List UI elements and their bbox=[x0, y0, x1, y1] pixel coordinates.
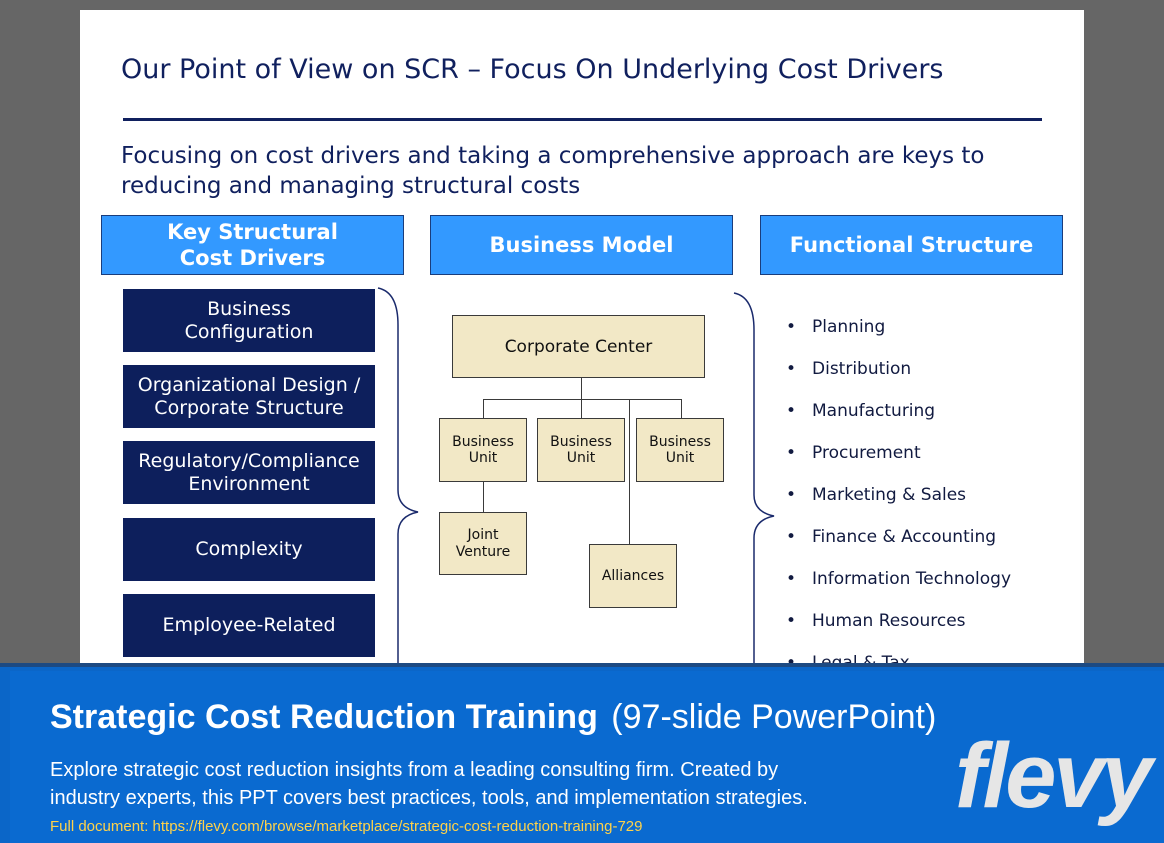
left-brace-icon bbox=[377, 287, 419, 670]
promo-banner: Strategic Cost Reduction Training (97-sl… bbox=[0, 663, 1164, 843]
org-business-unit: Business Unit bbox=[439, 418, 527, 482]
org-alliances: Alliances bbox=[589, 544, 677, 608]
driver-regulatory-compliance: Regulatory/Compliance Environment bbox=[123, 441, 375, 504]
header-business-model: Business Model bbox=[430, 215, 733, 275]
list-item: Manufacturing bbox=[786, 401, 1011, 443]
list-item: Distribution bbox=[786, 359, 1011, 401]
header-functional-structure: Functional Structure bbox=[760, 215, 1063, 275]
banner-title: Strategic Cost Reduction Training (97-sl… bbox=[50, 698, 936, 737]
driver-label: Employee-Related bbox=[162, 614, 336, 636]
banner-title-sub: (97-slide PowerPoint) bbox=[611, 698, 937, 736]
flevy-logo[interactable]: flevy bbox=[955, 725, 1153, 827]
org-label: Alliances bbox=[601, 568, 665, 584]
slide: Our Point of View on SCR – Focus On Unde… bbox=[80, 10, 1084, 670]
org-label: Corporate Center bbox=[504, 336, 653, 357]
driver-organizational-design: Organizational Design / Corporate Struct… bbox=[123, 365, 375, 428]
org-label: Business Unit bbox=[649, 434, 711, 466]
driver-label: Complexity bbox=[195, 538, 303, 560]
list-item: Finance & Accounting bbox=[786, 527, 1011, 569]
org-line bbox=[483, 482, 484, 512]
header-functional-label: Functional Structure bbox=[789, 233, 1034, 257]
driver-complexity: Complexity bbox=[123, 518, 375, 581]
driver-label: Organizational Design / Corporate Struct… bbox=[137, 373, 361, 419]
org-line bbox=[483, 399, 682, 400]
header-business-model-label: Business Model bbox=[489, 233, 674, 257]
driver-business-configuration: Business Configuration bbox=[123, 289, 375, 352]
header-drivers-label: Key Structural Cost Drivers bbox=[167, 220, 338, 270]
slide-subtitle: Focusing on cost drivers and taking a co… bbox=[121, 143, 985, 199]
org-business-unit: Business Unit bbox=[537, 418, 625, 482]
list-item: Procurement bbox=[786, 443, 1011, 485]
right-brace-icon bbox=[733, 292, 775, 670]
org-line bbox=[681, 399, 682, 418]
org-line bbox=[483, 399, 484, 418]
slide-title: Our Point of View on SCR – Focus On Unde… bbox=[121, 54, 944, 85]
org-joint-venture: Joint Venture bbox=[439, 512, 527, 575]
header-key-structural-cost-drivers: Key Structural Cost Drivers bbox=[101, 215, 404, 275]
org-corporate-center: Corporate Center bbox=[452, 315, 705, 378]
banner-description: Explore strategic cost reduction insight… bbox=[50, 759, 808, 809]
org-label: Business Unit bbox=[550, 434, 612, 466]
org-label: Joint Venture bbox=[455, 526, 511, 560]
list-item: Marketing & Sales bbox=[786, 485, 1011, 527]
banner-title-main: Strategic Cost Reduction Training bbox=[50, 698, 598, 736]
driver-label: Business Configuration bbox=[184, 297, 314, 343]
org-line bbox=[581, 378, 582, 399]
org-line bbox=[629, 399, 630, 544]
driver-employee-related: Employee-Related bbox=[123, 594, 375, 657]
list-item: Information Technology bbox=[786, 569, 1011, 611]
org-label: Business Unit bbox=[452, 434, 514, 466]
functional-structure-list: Planning Distribution Manufacturing Proc… bbox=[786, 317, 1011, 670]
title-divider bbox=[123, 118, 1042, 121]
org-business-unit: Business Unit bbox=[636, 418, 724, 482]
list-item: Human Resources bbox=[786, 611, 1011, 653]
list-item: Planning bbox=[786, 317, 1011, 359]
org-line bbox=[581, 399, 582, 418]
document-link[interactable]: Full document: https://flevy.com/browse/… bbox=[50, 818, 643, 835]
driver-label: Regulatory/Compliance Environment bbox=[138, 449, 360, 495]
banner-panel: Strategic Cost Reduction Training (97-sl… bbox=[10, 671, 1164, 843]
